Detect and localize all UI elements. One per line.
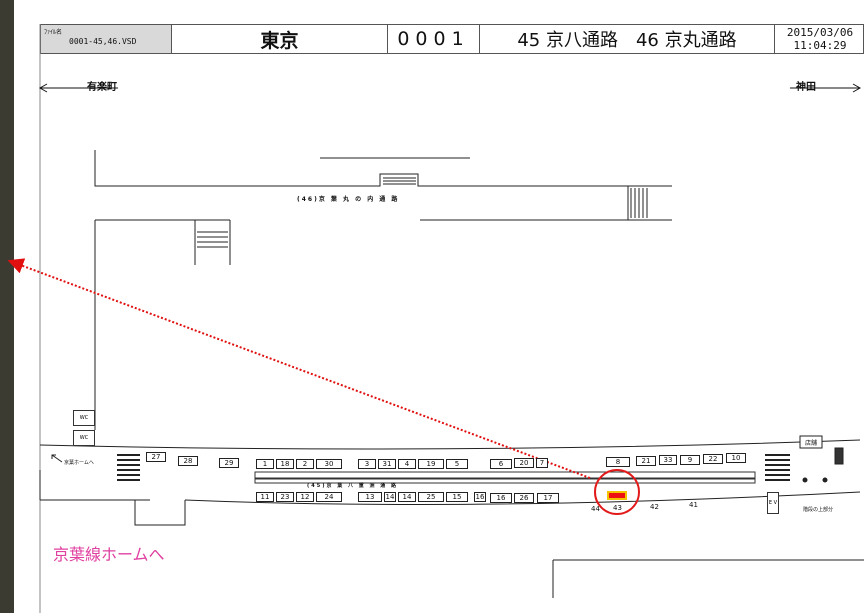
stairs-lower-east <box>765 454 790 481</box>
ad-slot-30: 30 <box>316 459 342 469</box>
center-divider <box>254 471 756 484</box>
ad-slot-14b: 14 <box>398 492 416 502</box>
elevator-box: E V <box>767 492 779 514</box>
ad-slot-17: 17 <box>537 493 559 503</box>
ad-slot-21: 21 <box>636 456 656 466</box>
ad-slot-27: 27 <box>146 452 166 462</box>
stairs-lower-west <box>117 454 140 481</box>
ad-slot-33: 33 <box>659 455 677 465</box>
west-direction-label: 有楽町 <box>87 82 117 93</box>
ad-slot-3: 3 <box>358 459 376 469</box>
upper-corridor-walls <box>94 150 672 430</box>
route-name: 45 京八通路 46 京丸通路 <box>480 25 775 53</box>
ad-slot-16b: 16 <box>490 493 512 503</box>
date-text: 2015/03/06 <box>786 26 854 39</box>
wc-box-1: WC <box>73 410 95 426</box>
ad-slot-7: 7 <box>536 458 548 468</box>
file-name-label: ﾌｧｲﾙ名 <box>44 29 63 36</box>
timestamp-cell: 2015/03/06 11:04:29 <box>775 25 864 53</box>
ad-slot-31: 31 <box>378 459 396 469</box>
ad-slot-28: 28 <box>178 456 198 466</box>
file-name-value: 0001-45,46.VSD <box>69 37 137 46</box>
header-table: ﾌｧｲﾙ名 0001-45,46.VSD 東京 0001 45 京八通路 46 … <box>40 24 864 54</box>
keiyo-pointer-arrow <box>51 454 63 463</box>
upper-concourse-label: (46)京 葉 丸 の 内 通 路 <box>297 196 400 203</box>
ad-slot-6: 6 <box>490 459 512 469</box>
ad-slot-23: 23 <box>276 492 294 502</box>
ad-slot-16a: 16 <box>474 492 486 502</box>
ad-slot-2: 2 <box>296 459 314 469</box>
location-pointer-arrow <box>7 258 591 479</box>
ad-slot-13: 13 <box>358 492 382 502</box>
lower-corridor-walls <box>39 439 864 598</box>
ad-slot-8: 8 <box>606 457 630 467</box>
ad-slot-4: 4 <box>398 459 416 469</box>
ad-slot-14a: 14 <box>384 492 396 502</box>
ad-slot-12: 12 <box>296 492 314 502</box>
time-text: 11:04:29 <box>793 39 847 52</box>
ad-slot-18: 18 <box>276 459 294 469</box>
ad-slot-19: 19 <box>418 459 444 469</box>
ad-slot-11: 11 <box>256 492 274 502</box>
ad-slot-22: 22 <box>703 454 723 464</box>
east-shop-area <box>799 435 844 483</box>
shop-label: 店舗 <box>805 440 818 447</box>
ad-slot-24: 24 <box>316 492 342 502</box>
file-name-cell: ﾌｧｲﾙ名 0001-45,46.VSD <box>41 25 172 53</box>
slot-label-42: 42 <box>650 503 659 511</box>
ad-slot-26: 26 <box>514 493 534 503</box>
slot-label-41: 41 <box>689 501 698 509</box>
ad-slot-1: 1 <box>256 459 274 469</box>
keiyo-platform-caption: 京葉線ホームへ <box>53 545 165 564</box>
highlight-circle <box>594 469 640 515</box>
slot-label-43: 43 <box>613 504 622 512</box>
station-code: 0001 <box>388 25 480 53</box>
floor-plan-sheet <box>14 0 864 613</box>
direction-arrows <box>38 83 862 93</box>
east-direction-label: 神田 <box>796 82 816 93</box>
ad-slot-25: 25 <box>418 492 444 502</box>
ad-slot-20: 20 <box>514 458 534 468</box>
ad-slot-10: 10 <box>726 453 746 463</box>
ad-slot-5: 5 <box>446 459 468 469</box>
ad-slot-9: 9 <box>680 455 700 465</box>
lower-concourse-label: (45)京 葉 八 重 洲 通 路 <box>307 483 398 489</box>
wc-box-2: WC <box>73 430 95 446</box>
slot-label-44: 44 <box>591 505 600 513</box>
stairs-note: 階段の上部分 <box>803 507 834 513</box>
ad-slot-15: 15 <box>446 492 468 502</box>
stairs-upper <box>197 177 648 248</box>
station-name: 東京 <box>172 25 388 53</box>
highlighted-ad-location <box>607 491 627 500</box>
ad-slot-29: 29 <box>219 458 239 468</box>
keiyo-platform-note: 京葉ホームへ <box>64 460 94 466</box>
